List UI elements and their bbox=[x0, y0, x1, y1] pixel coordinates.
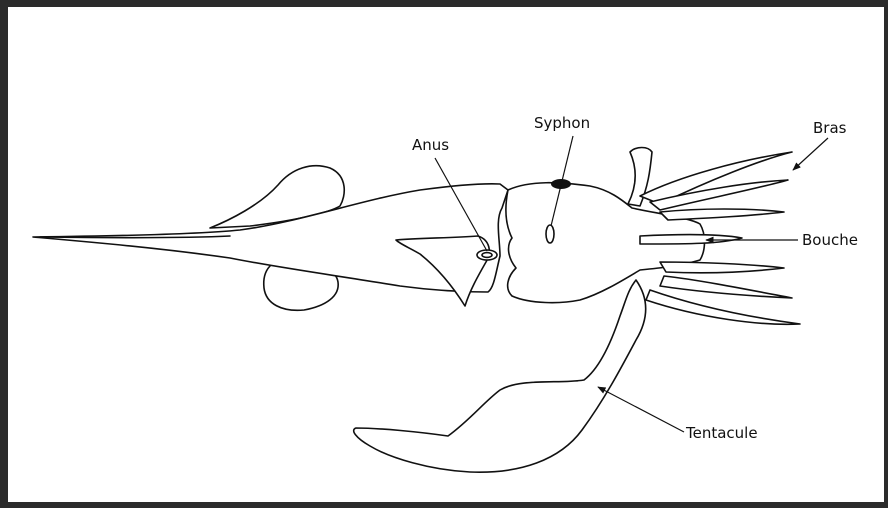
arm-6 bbox=[660, 276, 792, 298]
arm-3 bbox=[660, 209, 784, 220]
tentacule-leader bbox=[598, 387, 684, 432]
bras-label: Bras bbox=[813, 119, 847, 137]
syphon-tip bbox=[546, 225, 554, 243]
anus-mark bbox=[477, 250, 497, 260]
arm-5 bbox=[660, 262, 784, 273]
anus-label: Anus bbox=[412, 136, 449, 154]
tentacle bbox=[354, 280, 646, 472]
bras-leader bbox=[793, 138, 828, 170]
bouche-label: Bouche bbox=[802, 231, 858, 249]
syphon-label: Syphon bbox=[534, 114, 590, 132]
arm-4 bbox=[640, 235, 742, 244]
tentacule-label: Tentacule bbox=[685, 424, 758, 442]
